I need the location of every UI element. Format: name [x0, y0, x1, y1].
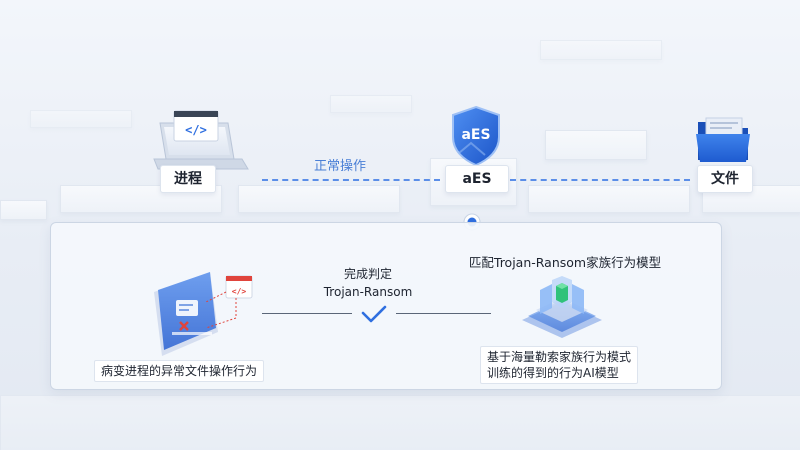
bg-tile [330, 95, 412, 113]
right-caption-line-2: 训练的得到的行为AI模型 [487, 366, 619, 380]
bg-tile [30, 110, 132, 128]
verdict-line-right [396, 313, 491, 314]
svg-text:</>: </> [185, 123, 207, 137]
ai-model-cube-icon [522, 276, 602, 338]
check-icon [361, 305, 387, 323]
bg-tile [545, 130, 647, 160]
file-node-label: 文件 [697, 165, 753, 193]
right-caption: 基于海量勒索家族行为模式 训练的得到的行为AI模型 [480, 346, 639, 384]
flow-line-left [262, 179, 440, 181]
verdict-line-2: Trojan-Ransom [323, 285, 413, 299]
bg-tile [0, 200, 47, 220]
verdict-line-left [262, 313, 352, 314]
infected-process-illustration: </> [154, 272, 253, 356]
folder-icon [696, 117, 750, 162]
shield-badge-text: aES [461, 127, 491, 143]
right-caption-line-1: 基于海量勒索家族行为模式 [487, 350, 632, 364]
verdict-line-1: 完成判定 [343, 267, 392, 281]
flow-label: 正常操作 [314, 159, 367, 174]
flow-line-right [510, 179, 690, 181]
bg-tile [0, 395, 800, 450]
laptop-code-icon: </> [153, 110, 249, 170]
bg-tile [238, 185, 400, 213]
aes-node-label: aES [445, 165, 509, 193]
svg-text:</>: </> [232, 287, 247, 296]
match-title: 匹配Trojan-Ransom家族行为模型 [468, 255, 662, 270]
process-node-label: 进程 [160, 165, 216, 193]
bg-tile [540, 40, 662, 60]
bg-tile [528, 185, 690, 213]
left-caption: 病变进程的异常文件操作行为 [94, 360, 265, 382]
